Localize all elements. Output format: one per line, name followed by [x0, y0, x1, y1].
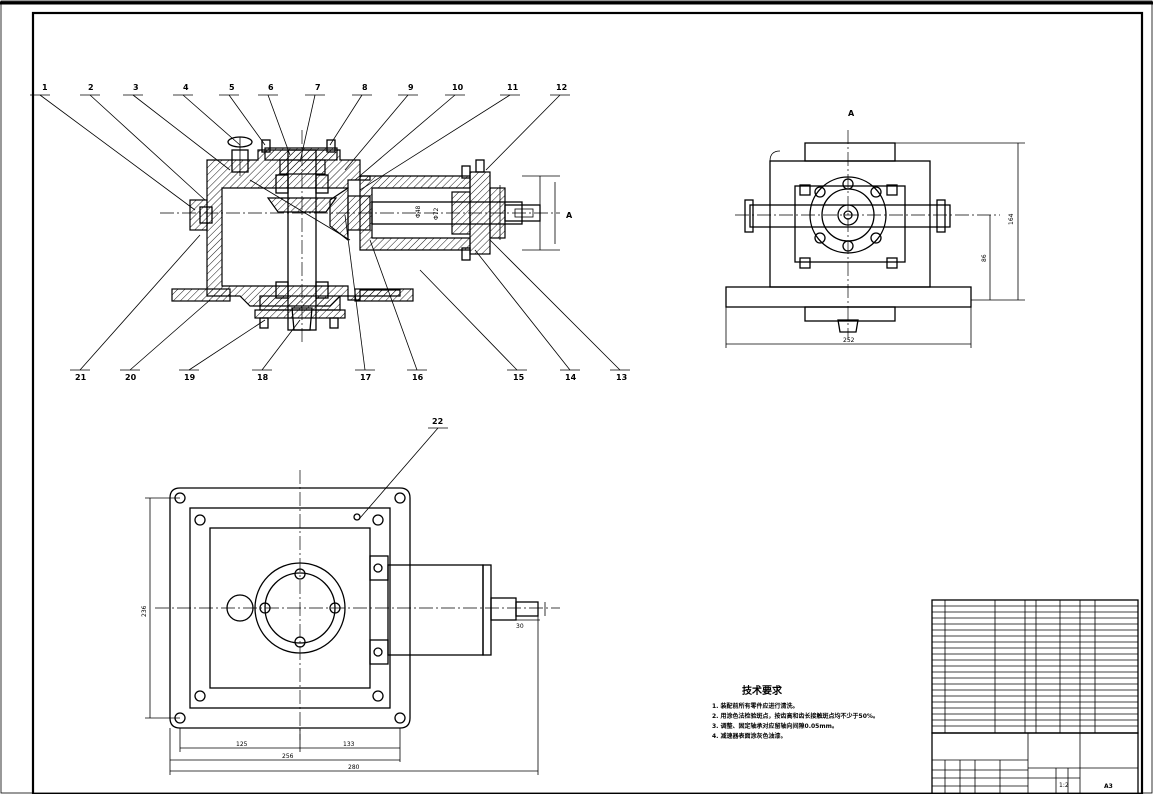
balloon-15: 15 [513, 373, 525, 382]
balloon-21: 21 [75, 373, 87, 382]
view-a-arrow-label: A [566, 211, 573, 220]
balloon-10: 10 [452, 83, 464, 92]
side-view-a: A 164 86 252 [725, 109, 1025, 348]
inner-frame [31, 11, 1144, 794]
dim-side-height-total: 164 [1008, 213, 1015, 225]
balloon-5: 5 [229, 83, 235, 92]
balloon-numbers: 1 2 3 4 5 6 7 8 9 10 11 12 13 14 15 16 1… [42, 83, 627, 426]
title-block-sheet-size: A3 [1104, 783, 1113, 790]
balloon-3: 3 [133, 83, 139, 92]
balloon-9: 9 [408, 83, 414, 92]
balloon-2: 2 [88, 83, 94, 92]
parts-list [931, 599, 1139, 734]
front-section-view: A Φ48 Φ72 [160, 130, 573, 345]
dim-shaft-length: 30 [516, 623, 524, 630]
note-2: 2. 用涂色法检验斑点，按齿高和齿长接触斑点均不少于50%。 [712, 712, 879, 720]
dim-top-total: 280 [348, 764, 360, 771]
balloon-1: 1 [42, 83, 48, 92]
balloon-13: 13 [616, 373, 627, 382]
title-block: 1:2 A3 [931, 732, 1139, 794]
svg-text:Φ48: Φ48 [415, 205, 422, 218]
balloon-7: 7 [315, 83, 321, 92]
leaders [30, 94, 630, 519]
title-block-scale: 1:2 [1059, 782, 1069, 789]
dim-top-right: 133 [343, 741, 355, 748]
balloon-22: 22 [432, 417, 443, 426]
balloon-17: 17 [360, 373, 371, 382]
note-1: 1. 装配前所有零件应进行清洗。 [712, 702, 799, 710]
balloon-12: 12 [556, 83, 567, 92]
dim-side-height-axis: 86 [981, 254, 988, 262]
balloon-4: 4 [183, 83, 189, 92]
balloon-6: 6 [268, 83, 274, 92]
balloon-20: 20 [125, 373, 137, 382]
dim-top-left: 125 [236, 741, 248, 748]
balloon-14: 14 [565, 373, 577, 382]
balloon-11: 11 [507, 83, 519, 92]
dim-side-width: 252 [843, 337, 855, 344]
dim-top-inner: 256 [282, 753, 294, 760]
technical-requirements: 技术要求 1. 装配前所有零件应进行清洗。 2. 用涂色法检验斑点，按齿高和齿长… [712, 684, 879, 740]
side-view-title: A [848, 109, 855, 118]
svg-text:Φ72: Φ72 [433, 207, 440, 220]
balloon-19: 19 [184, 373, 196, 382]
balloon-18: 18 [257, 373, 269, 382]
balloon-8: 8 [362, 83, 368, 92]
top-view: 236 125 133 256 280 30 [141, 470, 560, 775]
notes-title: 技术要求 [742, 684, 783, 697]
balloon-16: 16 [412, 373, 424, 382]
dim-top-height: 236 [141, 605, 148, 617]
note-4: 4. 减速器表面涂灰色油漆。 [712, 732, 787, 740]
note-3: 3. 调整、固定轴承对应留轴向间隙0.05mm。 [712, 722, 838, 730]
